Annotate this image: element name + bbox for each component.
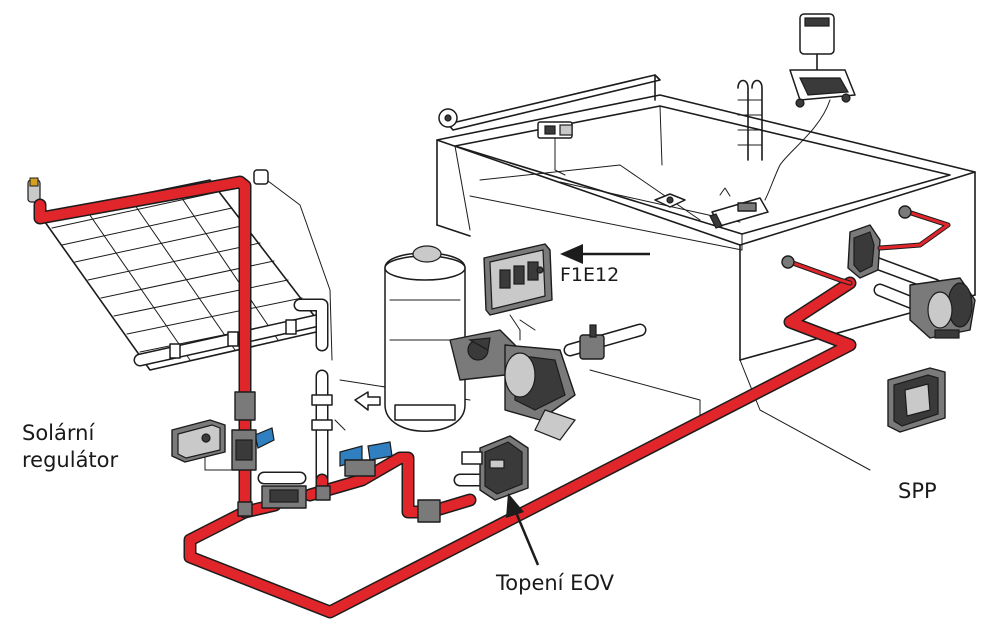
spp-label: SPP [898,479,937,503]
solar-collector [27,169,333,371]
control-unit-box [483,243,553,341]
heating-eov-unit [417,435,529,523]
spp-control-box [887,367,946,433]
control-unit-label: F1E12 [560,264,620,286]
solar-three-way-valve [231,391,393,509]
control-unit-arrow [560,244,650,264]
solar-regulator-label-line1: Solární [22,421,95,445]
pool-basin [436,13,976,361]
solar-regulator-box [171,419,226,463]
filter-and-pump [354,245,605,441]
heating-arrow [506,493,540,566]
hot-water-pipe [33,175,857,619]
solar-regulator-label: Solární regulátor [22,420,118,474]
solar-pump-unit [781,205,976,339]
heating-eov-label: Topení EOV [496,571,614,595]
solar-regulator-label-line2: regulátor [22,448,119,472]
